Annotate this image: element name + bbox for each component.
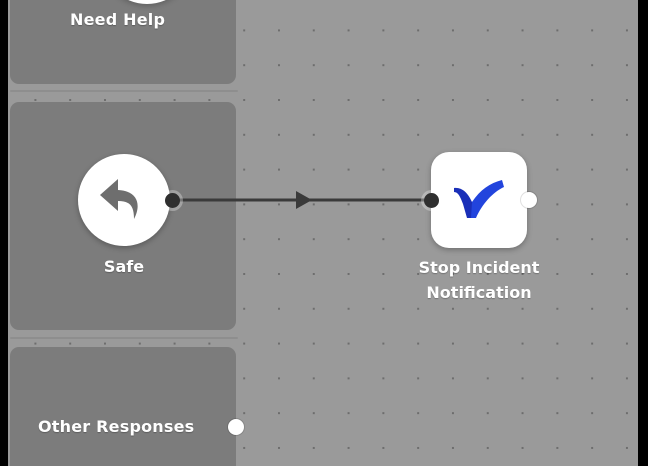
- node-label-safe: Safe: [103, 257, 145, 276]
- node-safe[interactable]: [78, 154, 170, 246]
- lane-divider-2: [10, 337, 238, 339]
- gutter-left: [0, 0, 8, 466]
- lane-label-other-responses: Other Responses: [38, 417, 195, 436]
- safe-output-port[interactable]: [165, 193, 180, 208]
- reply-arrow-icon: [100, 179, 138, 219]
- lane-divider-1: [10, 90, 238, 92]
- lane-label-need-help: Need Help: [70, 10, 166, 29]
- lane-other-responses[interactable]: [10, 347, 236, 466]
- stop-output-port[interactable]: [521, 192, 537, 208]
- gutter-right: [638, 0, 648, 466]
- stop-input-port[interactable]: [424, 193, 439, 208]
- node-previous-clipped[interactable]: [101, 0, 193, 4]
- lane-need-help[interactable]: [10, 0, 236, 84]
- blue-check-icon: [454, 180, 504, 218]
- node-stop-incident-notification[interactable]: [431, 152, 527, 248]
- other-responses-output-port[interactable]: [228, 419, 244, 435]
- node-label-stop-incident-notification: Stop Incident Notification: [418, 258, 540, 302]
